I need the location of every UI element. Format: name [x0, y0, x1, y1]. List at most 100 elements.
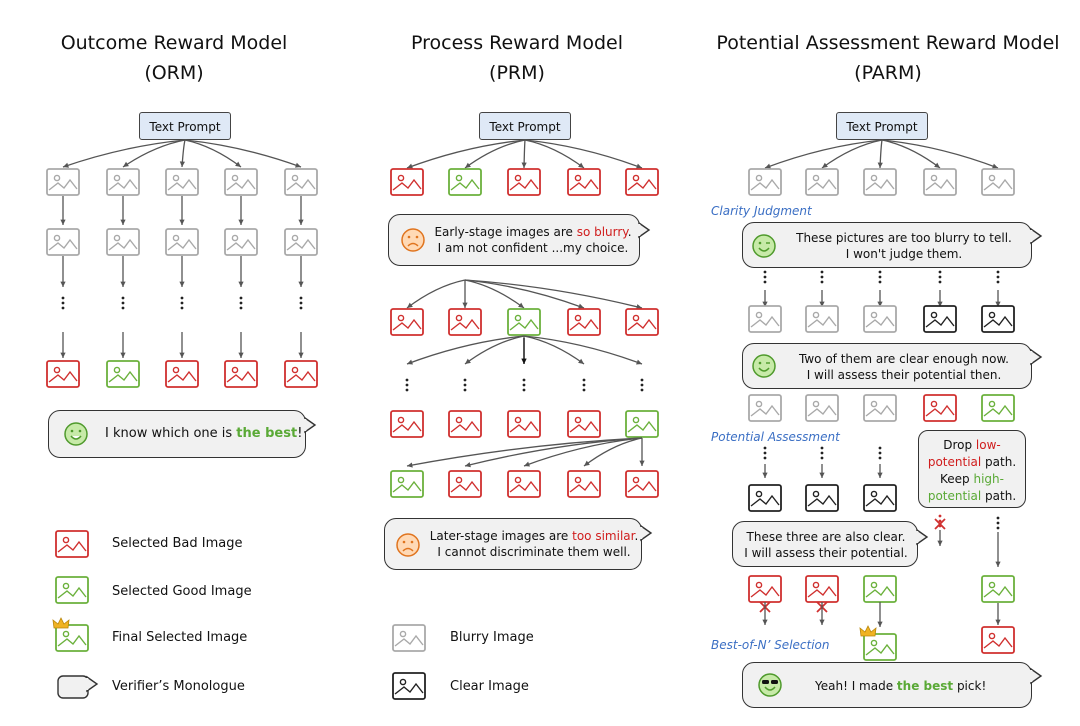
prompt-branch-arrow — [406, 139, 526, 169]
arrow — [179, 332, 185, 358]
prm-bubble-later-text: Later-stage images are too similar. I ca… — [429, 529, 639, 559]
bad-image-icon — [625, 470, 659, 498]
arrow — [819, 464, 825, 478]
parm-bubble-final: Yeah! I made the best pick! — [742, 662, 1032, 708]
blurry-image-icon — [863, 394, 897, 422]
blurry-image-icon — [165, 228, 199, 256]
branch-arrow — [523, 335, 643, 365]
legend-final-label: Final Selected Image — [112, 630, 248, 645]
branch-arrow — [521, 336, 527, 364]
arrow — [298, 332, 304, 358]
pruned-cross-icon — [759, 601, 771, 613]
arrow — [877, 290, 883, 307]
pruned-cross-icon — [816, 601, 828, 613]
bubble-tail — [85, 675, 99, 693]
parm-bubble-clear-three: These three are also clear.I will assess… — [732, 521, 918, 567]
parm-bubble-clear-two-text: Two of them are clear enough now.I will … — [799, 352, 1009, 382]
blurry-image-icon — [805, 168, 839, 196]
ellipsis-dots — [582, 378, 586, 392]
prompt-branch-arrow — [881, 139, 941, 169]
bubble-tail — [303, 416, 317, 434]
ellipsis-dots — [405, 378, 409, 392]
bad-image-icon — [625, 308, 659, 336]
arrow — [238, 332, 244, 358]
ellipsis-dots — [121, 296, 125, 310]
parm-bubble-clear-two: Two of them are clear enough now.I will … — [742, 343, 1032, 389]
clear-image-icon — [863, 484, 897, 512]
blurry-image-icon — [46, 228, 80, 256]
blurry-image-icon — [165, 168, 199, 196]
prompt-branch-arrow — [179, 139, 186, 168]
pruned-cross-icon — [934, 518, 946, 530]
good-image-icon — [863, 575, 897, 603]
branch-arrow — [406, 279, 466, 309]
blurry-image-icon — [284, 228, 318, 256]
prompt-branch-arrow — [521, 139, 527, 169]
arrow — [298, 256, 304, 287]
bad-image-icon — [567, 308, 601, 336]
bad-image-icon — [507, 168, 541, 196]
ellipsis-dots — [878, 446, 882, 460]
bad-image-icon — [805, 575, 839, 603]
ellipsis-dots — [180, 296, 184, 310]
legend-clear-label: Clear Image — [450, 679, 529, 694]
blurry-image-icon — [224, 168, 258, 196]
ellipsis-dots — [938, 514, 942, 528]
legend-good-image-icon — [55, 576, 89, 604]
ellipsis-dots — [938, 270, 942, 284]
blurry-image-icon — [284, 168, 318, 196]
arrow — [298, 196, 304, 225]
arrow — [762, 464, 768, 478]
arrow — [120, 332, 126, 358]
bad-image-icon — [748, 575, 782, 603]
arrow — [995, 603, 1001, 625]
arrow — [877, 602, 883, 627]
legend-good-label: Selected Good Image — [112, 584, 252, 599]
prompt-branch-arrow — [184, 139, 242, 168]
clear-image-icon — [805, 484, 839, 512]
blurry-image-icon — [863, 305, 897, 333]
bad-image-icon — [923, 394, 957, 422]
arrow — [819, 602, 825, 625]
good-image-icon — [625, 410, 659, 438]
ellipsis-dots — [640, 378, 644, 392]
arrow — [877, 464, 883, 478]
arrow — [995, 290, 1001, 307]
bad-image-icon — [981, 626, 1015, 654]
arrow — [120, 256, 126, 287]
ellipsis-dots — [763, 270, 767, 284]
arrow — [762, 602, 768, 625]
clear-image-icon — [748, 484, 782, 512]
bad-image-icon — [284, 360, 318, 388]
orm-verifier-bubble: I know which one is the best! — [48, 410, 306, 458]
bad-image-icon — [46, 360, 80, 388]
prm-bubble-later: Later-stage images are too similar. I ca… — [384, 518, 642, 570]
parm-text-prompt: Text Prompt — [836, 112, 928, 140]
branch-arrow — [462, 280, 468, 308]
ellipsis-dots — [763, 446, 767, 460]
parm-title: Potential Assessment Reward Model(PARM) — [716, 32, 1060, 84]
ellipsis-dots — [820, 270, 824, 284]
arrow — [995, 532, 1001, 567]
legend-blurry-image-icon — [392, 624, 426, 652]
bad-image-icon — [448, 410, 482, 438]
orm-title: Outcome Reward Model(ORM) — [60, 32, 288, 84]
blurry-image-icon — [981, 168, 1015, 196]
crown-icon — [859, 625, 877, 637]
arrow — [120, 196, 126, 225]
branch-arrow — [523, 437, 643, 467]
prompt-branch-arrow — [524, 139, 643, 169]
arrow — [60, 196, 66, 225]
parm-bubble-blurry-text: These pictures are too blurry to tell.I … — [796, 231, 1012, 261]
good-image-icon — [981, 575, 1015, 603]
ellipsis-dots — [463, 378, 467, 392]
branch-arrow — [583, 437, 643, 467]
parm-path-note: Drop low- potential path. Keep high- pot… — [918, 430, 1026, 508]
prompt-branch-arrow — [881, 139, 999, 169]
legend-monologue-label: Verifier’s Monologue — [112, 679, 245, 694]
ellipsis-dots — [820, 446, 824, 460]
pruned-arrow — [937, 530, 943, 546]
legend-clear-image-icon — [392, 672, 426, 700]
arrow — [238, 196, 244, 225]
bad-image-icon — [390, 308, 424, 336]
